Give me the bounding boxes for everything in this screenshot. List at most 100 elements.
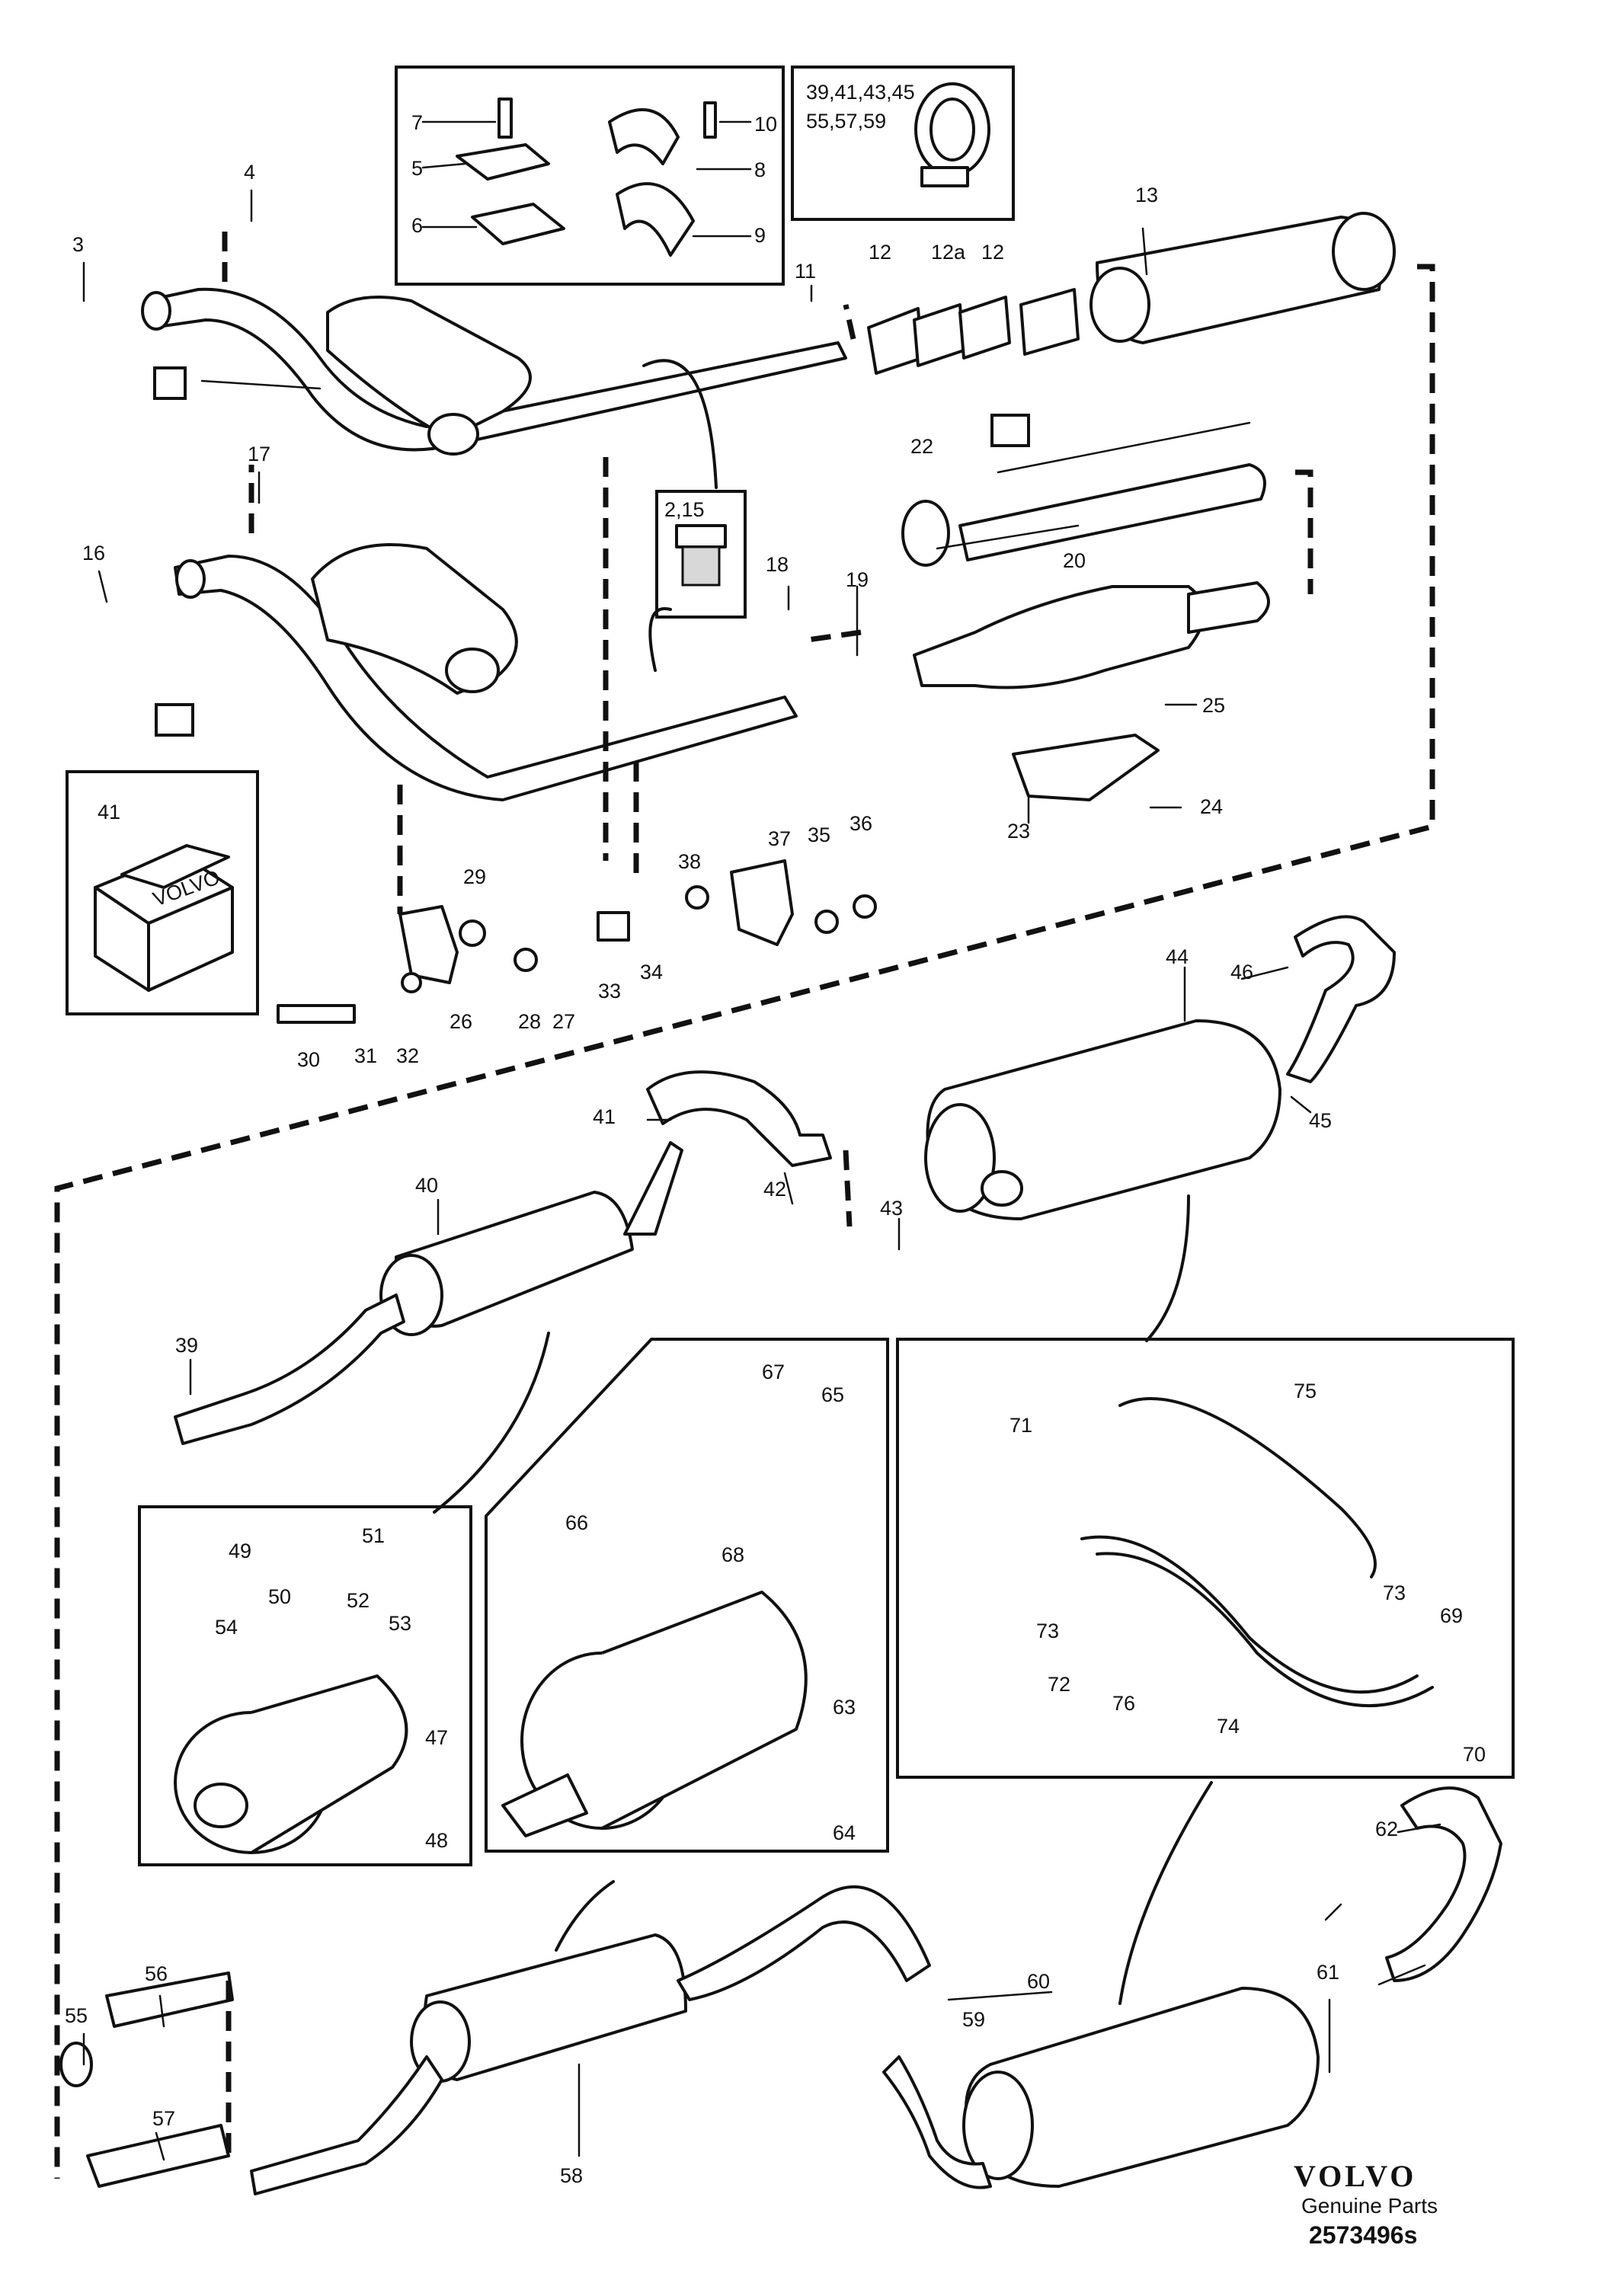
part-label-27: 27 xyxy=(552,1010,575,1033)
part-label-50: 50 xyxy=(268,1585,291,1608)
intermediate-pipe-42 xyxy=(646,1070,832,1167)
part-label-53: 53 xyxy=(389,1612,411,1635)
part-label-17: 17 xyxy=(248,443,270,465)
plug-inset-label: 2,15 xyxy=(664,498,705,521)
diagram-code: 2573496s xyxy=(1309,2221,1417,2249)
part-label-8: 8 xyxy=(754,158,766,181)
volvo-brand-block: VOLVO Genuine Parts 2573496s xyxy=(1294,2159,1438,2249)
part-label-73b: 73 xyxy=(1383,1581,1406,1604)
part-label-75: 75 xyxy=(1294,1380,1317,1402)
part-label-36: 36 xyxy=(849,812,872,835)
silencer-mount-inset-a xyxy=(138,1505,472,1866)
brand-subtitle: Genuine Parts xyxy=(1301,2194,1438,2218)
part-label-76: 76 xyxy=(1112,1692,1135,1715)
part-label-62: 62 xyxy=(1375,1818,1398,1840)
part-label-13: 13 xyxy=(1135,184,1158,206)
kit-box-label: 41 xyxy=(98,801,120,823)
part-label-19: 19 xyxy=(846,568,869,591)
part-label-61: 61 xyxy=(1317,1961,1339,1984)
part-label-26: 26 xyxy=(450,1010,472,1033)
part-label-18: 18 xyxy=(766,553,789,576)
part-label-51: 51 xyxy=(362,1524,385,1547)
rear-silencer-44 xyxy=(924,1019,1281,1220)
leader-lines xyxy=(82,189,1441,2161)
part-label-9: 9 xyxy=(754,224,766,247)
part-label-42: 42 xyxy=(763,1178,786,1201)
front-silencer-13 xyxy=(1089,212,1396,344)
part-label-39: 39 xyxy=(175,1334,198,1357)
part-label-58: 58 xyxy=(560,2164,583,2187)
part-label-49: 49 xyxy=(229,1540,251,1562)
plug-inset-box xyxy=(655,490,747,619)
part-label-59: 59 xyxy=(962,2008,985,2031)
label-21-frame xyxy=(990,414,1030,447)
part-label-12: 12 xyxy=(869,241,891,264)
part-label-74: 74 xyxy=(1217,1715,1240,1738)
part-label-12b: 12 xyxy=(981,241,1004,264)
label-14-frame xyxy=(155,703,194,737)
part-label-64: 64 xyxy=(833,1821,856,1844)
part-label-67: 67 xyxy=(762,1361,785,1383)
part-number-labels: 1345678910111212a12131416171819202122232… xyxy=(65,111,1486,2187)
part-label-16: 16 xyxy=(82,542,105,564)
part-label-60: 60 xyxy=(1027,1970,1050,1993)
kit-box-inset xyxy=(66,770,259,1015)
part-label-57: 57 xyxy=(152,2107,175,2130)
part-label-30: 30 xyxy=(297,1048,320,1071)
part-label-37: 37 xyxy=(768,827,791,850)
strap-inset-box xyxy=(896,1338,1515,1779)
label-1-frame xyxy=(153,366,187,400)
front-pipe-assembly-14 xyxy=(174,543,798,801)
clamp-inset-label-line2: 55,57,59 xyxy=(806,110,886,133)
part-label-10: 10 xyxy=(754,113,777,136)
part-label-25: 25 xyxy=(1202,694,1225,717)
silencer-40 xyxy=(174,1141,683,1445)
assembly-dashed-guides xyxy=(54,222,1435,2179)
part-label-24: 24 xyxy=(1200,795,1223,818)
tail-pipe-62 xyxy=(1385,1786,1502,1982)
part-label-66: 66 xyxy=(565,1511,588,1534)
bracket-inset-box xyxy=(395,66,785,286)
part-label-35: 35 xyxy=(808,823,830,846)
part-label-34: 34 xyxy=(640,961,663,983)
part-label-5: 5 xyxy=(411,157,423,180)
heat-shield-23 xyxy=(1012,734,1160,801)
part-label-31: 31 xyxy=(354,1044,377,1067)
part-label-20: 20 xyxy=(1063,549,1086,572)
part-label-54: 54 xyxy=(215,1616,238,1639)
part-label-69: 69 xyxy=(1440,1604,1463,1627)
arrows xyxy=(433,359,1213,2005)
clamp-inset-box xyxy=(791,66,1015,221)
part-label-55: 55 xyxy=(65,2004,88,2027)
tail-pipe-46 xyxy=(1286,915,1396,1083)
part-label-46: 46 xyxy=(1230,961,1253,983)
part-label-6: 6 xyxy=(411,214,423,237)
part-label-68: 68 xyxy=(722,1543,744,1566)
part-label-4: 4 xyxy=(244,161,255,184)
part-label-11: 11 xyxy=(795,260,816,283)
part-label-47: 47 xyxy=(425,1726,448,1749)
front-pipe-assembly-1 xyxy=(141,287,847,456)
inset-clamp-text: 39,41,43,45 55,57,59 xyxy=(806,81,915,133)
part-label-65: 65 xyxy=(821,1383,844,1406)
silencer-58 xyxy=(250,1885,931,2195)
part-label-70: 70 xyxy=(1463,1743,1486,1766)
part-label-44: 44 xyxy=(1166,945,1189,968)
part-label-7: 7 xyxy=(411,111,423,134)
part-label-29: 29 xyxy=(463,865,486,888)
part-label-28: 28 xyxy=(518,1010,541,1033)
part-label-63: 63 xyxy=(833,1696,856,1719)
part-label-3: 3 xyxy=(72,233,84,256)
brand-name: VOLVO xyxy=(1294,2159,1416,2193)
part-label-23: 23 xyxy=(1007,820,1030,843)
part-label-43: 43 xyxy=(880,1197,903,1220)
rear-silencer-60 xyxy=(882,1987,1320,2189)
part-label-72: 72 xyxy=(1048,1673,1070,1696)
part-label-41: 41 xyxy=(593,1105,616,1128)
part-label-33: 33 xyxy=(598,980,621,1003)
silencer-mount-inset-b xyxy=(485,1338,889,1853)
clamp-inset-label-line1: 39,41,43,45 xyxy=(806,81,915,104)
part-label-71: 71 xyxy=(1009,1414,1032,1437)
